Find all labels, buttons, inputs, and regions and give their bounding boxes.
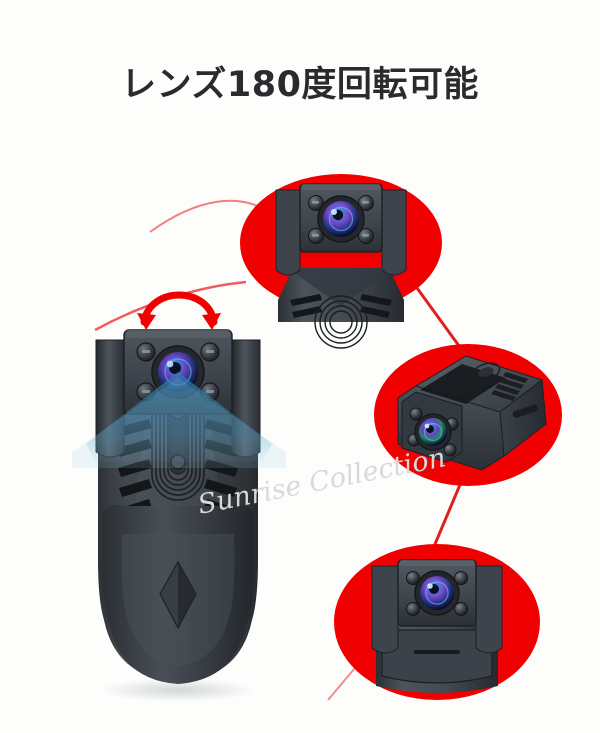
callout-bottom-ir-led-br: [454, 602, 468, 616]
device-shadow: [100, 678, 256, 702]
callout-bottom-rail-left: [371, 565, 399, 654]
callout-bottom-clip: [381, 629, 493, 684]
callout-bottom-ir-led-tl: [406, 571, 420, 585]
callout-bottom-lens-ring: [425, 581, 449, 605]
diamond-emblem-highlight: [178, 562, 196, 628]
callout-bottom-clip-slot: [414, 650, 460, 654]
callout-mid-ir-led-tl: [409, 407, 423, 421]
callout-mid-lens-ring: [423, 422, 443, 442]
callout-top-rail-right: [381, 189, 407, 276]
callout-top-lens-highlight: [331, 209, 337, 215]
callout-top-body-vee: [293, 268, 389, 306]
callout-mid-top-vents: [491, 372, 528, 401]
callout-top-rail-left: [275, 189, 301, 276]
connector-device-to-top: [149, 199, 263, 233]
callout-top-vents: [290, 294, 392, 318]
callout-top-head-highlight: [302, 184, 380, 190]
callout-mid-port-slot: [512, 404, 539, 418]
callout-mid-ir-led-br: [443, 443, 457, 457]
callout-bottom-rail-right: [475, 565, 503, 654]
callout-top-rings: [314, 295, 368, 349]
callout-bottom-head-highlight: [400, 560, 474, 566]
connector-middle-to-bottom: [428, 479, 464, 557]
page-title: レンズ180度回転可能: [121, 65, 479, 105]
callout-bottom-lens-highlight: [427, 583, 433, 589]
callout-top-lens-ring: [328, 206, 354, 232]
callout-bottom-ir-led-bl: [406, 602, 420, 616]
lens-head-top-edge: [126, 330, 230, 338]
ir-light-cone-soft: [72, 378, 286, 468]
callout-mid-lens-highlight: [424, 423, 430, 429]
connector-top-to-middle: [415, 287, 464, 351]
callout-mid-top-boss-inner: [478, 367, 494, 377]
rotation-arrow: [137, 291, 221, 330]
callout-mid-top-boss: [471, 362, 501, 382]
ir-light-cone: [86, 372, 272, 462]
lens-specular-highlight: [166, 360, 174, 368]
callout-bottom-ir-led-tr: [454, 571, 468, 585]
